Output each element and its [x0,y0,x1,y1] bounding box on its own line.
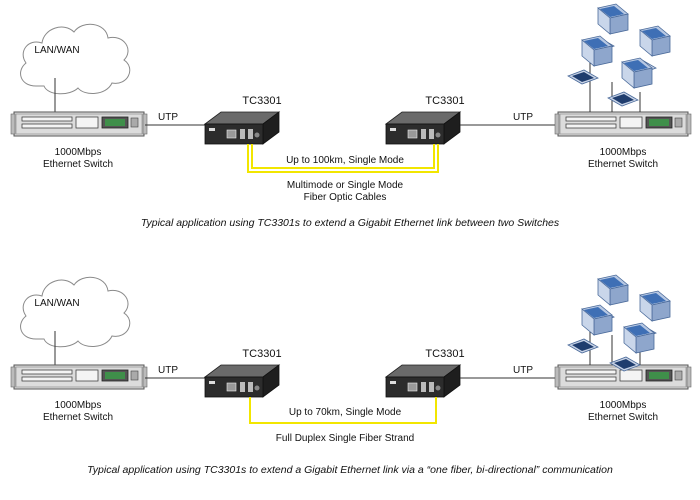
left-ethernet-switch [10,364,148,390]
right-utp-label: UTP [513,112,533,123]
right-switch-speed: 1000Mbps [600,147,647,158]
left-ethernet-switch [10,111,148,137]
left-switch-speed: 1000Mbps [55,147,102,158]
left-switch-label: Ethernet Switch [43,412,113,423]
right-ethernet-switch [554,111,692,137]
workstation-icon-3 [567,35,613,85]
left-tc3301-converter [204,364,280,398]
cable-type-label: Multimode or Single Mode [287,180,404,191]
fiber-cable-a [247,144,439,173]
cable-type-label-2: Fiber Optic Cables [304,192,387,203]
right-switch-label: Ethernet Switch [588,412,658,423]
left-utp-label: UTP [158,112,178,123]
right-converter-label: TC3301 [425,348,464,360]
left-utp-label: UTP [158,365,178,376]
cloud-label: LAN/WAN [34,298,79,309]
left-switch-speed: 1000Mbps [55,400,102,411]
right-tc3301-converter [385,364,461,398]
right-utp-label: UTP [513,365,533,376]
single-fiber-strand [249,397,437,424]
right-tc3301-converter [385,111,461,145]
lan-wan-cloud [20,23,131,95]
left-converter-label: TC3301 [242,95,281,107]
workstation-icon-4 [609,322,655,372]
left-converter-label: TC3301 [242,348,281,360]
workstation-icon-3 [567,304,613,354]
cloud-label: LAN/WAN [34,45,79,56]
right-switch-speed: 1000Mbps [600,400,647,411]
left-tc3301-converter [204,111,280,145]
fiber-cable-b [251,144,435,169]
fiber-distance-label: Up to 70km, Single Mode [289,407,402,418]
lan-wan-cloud [20,276,131,348]
fiber-distance-label: Up to 100km, Single Mode [286,155,404,166]
diagram-caption: Typical application using TC3301s to ext… [87,464,613,476]
left-switch-label: Ethernet Switch [43,159,113,170]
right-switch-label: Ethernet Switch [588,159,658,170]
workstation-icon-4 [607,57,653,107]
cable-type-label: Full Duplex Single Fiber Strand [276,433,414,444]
diagram-caption: Typical application using TC3301s to ext… [141,217,560,229]
right-converter-label: TC3301 [425,95,464,107]
